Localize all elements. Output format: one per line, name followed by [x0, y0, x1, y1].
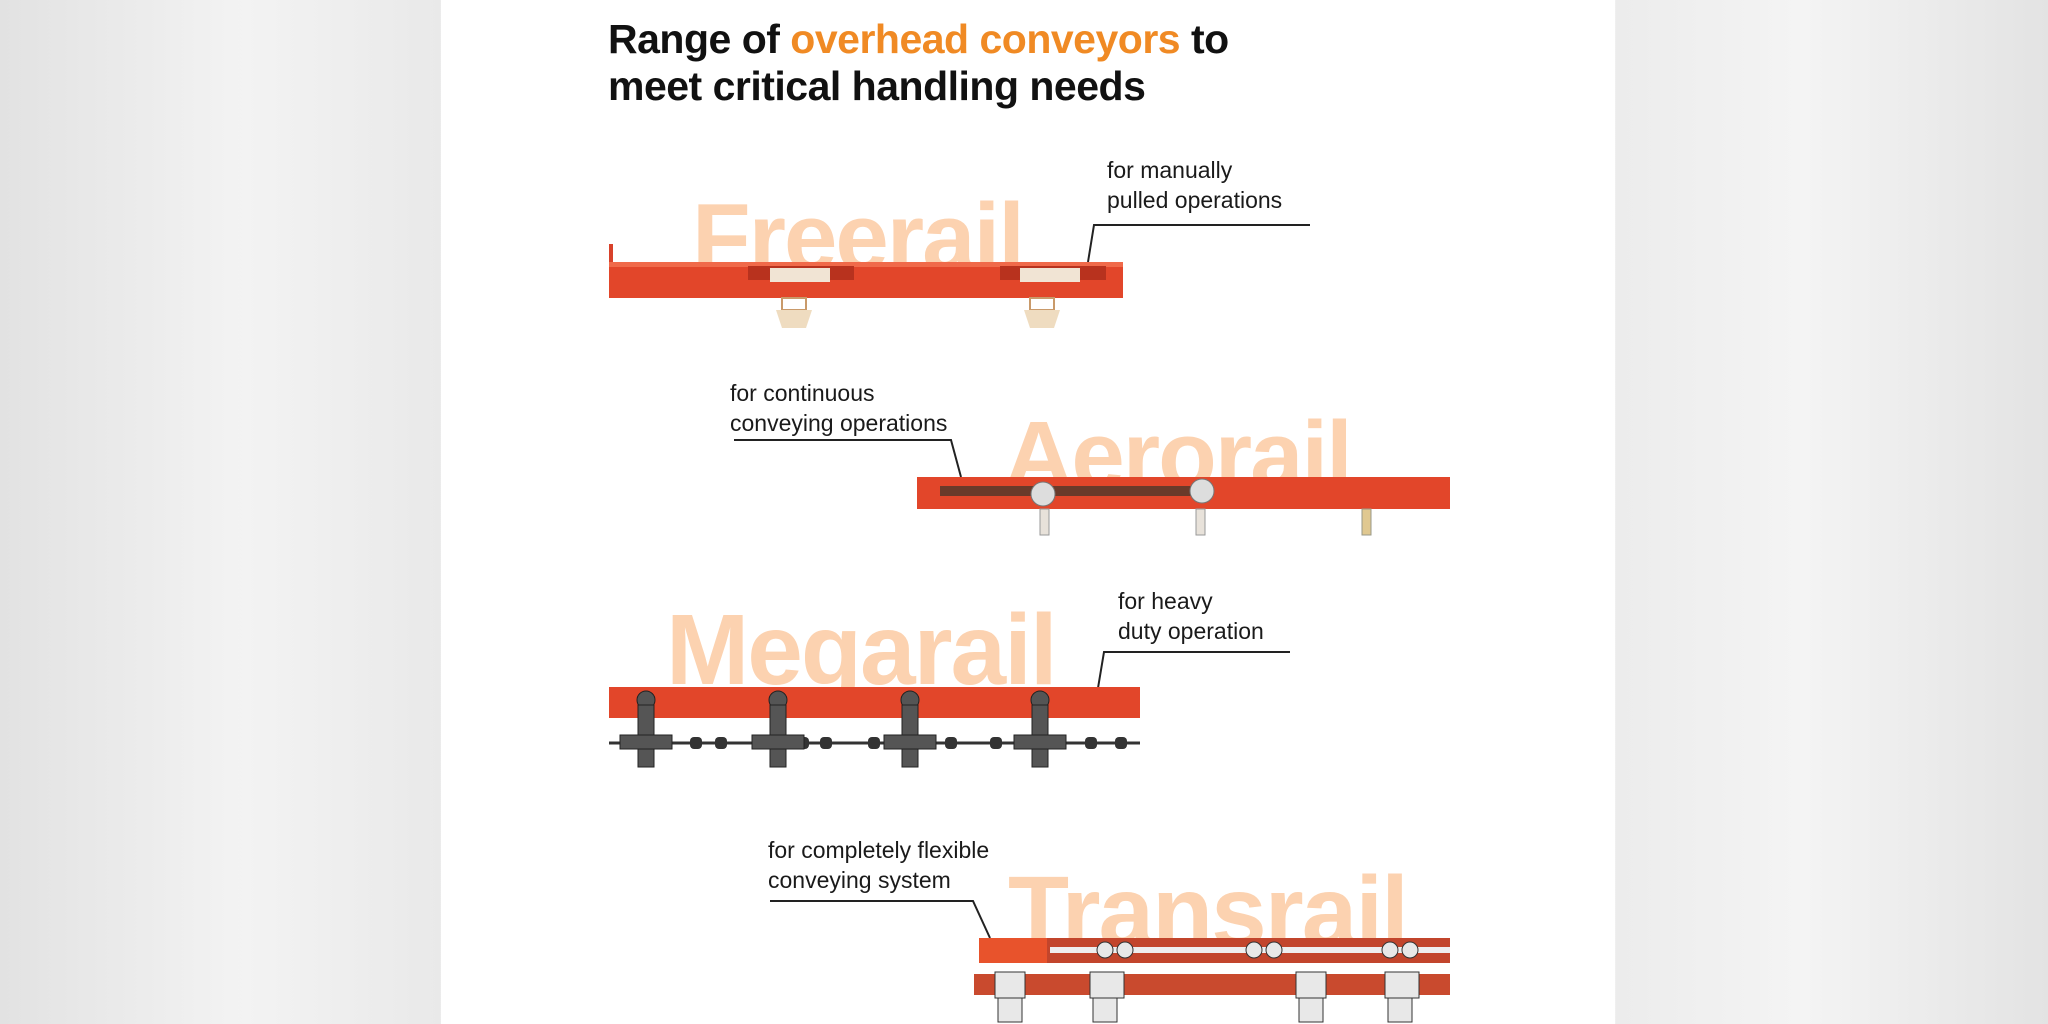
title-suffix: to — [1180, 16, 1229, 62]
transrail-desc-line2: conveying system — [768, 867, 951, 893]
transrail-description: for completely flexible conveying system — [768, 835, 989, 895]
megarail-watermark: Megarail — [666, 594, 1058, 706]
callout-lines — [734, 224, 1310, 939]
megarail-desc-line2: duty operation — [1118, 618, 1264, 644]
transrail-desc-line1: for completely flexible — [768, 837, 990, 863]
megarail-description: for heavy duty operation — [1118, 586, 1264, 646]
megarail-rail — [609, 687, 1140, 768]
megarail-desc-line1: for heavy — [1118, 588, 1213, 614]
freerail-desc-line1: for manually — [1107, 157, 1233, 183]
title-prefix: Range of — [608, 16, 791, 62]
freerail-description: for manually pulled operations — [1107, 155, 1282, 215]
aerorail-desc-line2: conveying operations — [730, 410, 948, 436]
title-highlight: overhead conveyors — [790, 16, 1181, 62]
page-title: Range of overhead conveyors to meet crit… — [608, 16, 1229, 110]
transrail-rail — [974, 938, 1450, 1023]
title-line2: meet critical handling needs — [608, 63, 1146, 109]
document-page — [441, 0, 1615, 1024]
freerail-desc-line2: pulled operations — [1107, 187, 1283, 213]
freerail-rail — [609, 244, 1123, 328]
aerorail-desc-line1: for continuous — [730, 380, 875, 406]
aerorail-rail — [917, 477, 1450, 536]
aerorail-description: for continuous conveying operations — [730, 378, 947, 438]
